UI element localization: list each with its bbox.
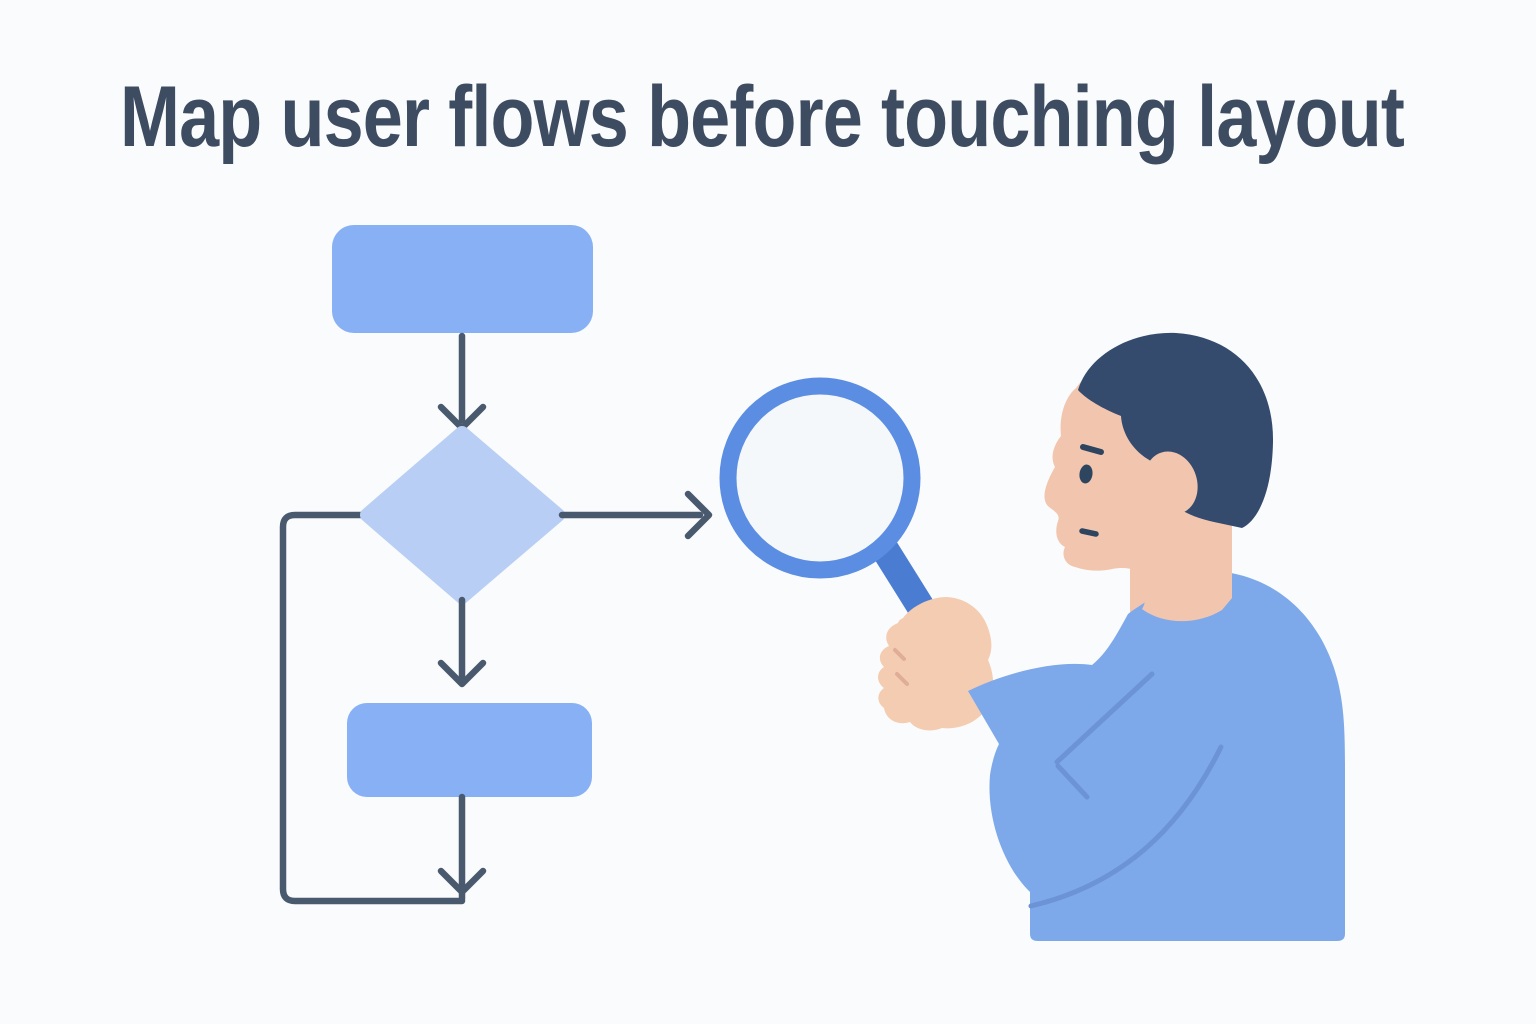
person-mouth — [1079, 528, 1099, 537]
magnifier-ring — [719, 377, 921, 579]
flow-node-start — [332, 225, 593, 333]
person-hand — [878, 597, 994, 731]
person-eye — [1079, 464, 1093, 484]
person-eyebrow — [1080, 444, 1104, 455]
sleeve-seam-lower — [1028, 744, 1224, 909]
flow-arrow-start-to-decision — [437, 332, 487, 432]
flow-node-step — [347, 703, 592, 797]
flowchart — [279, 225, 713, 905]
person-hair — [1078, 332, 1274, 528]
page-title: Map user flows before touching layout — [120, 69, 1404, 165]
sleeve-seam-upper — [1054, 671, 1155, 800]
arrow-head — [437, 659, 487, 688]
hand-crease — [893, 648, 906, 661]
flow-arrow-decision-right — [558, 490, 713, 540]
arrow-head — [684, 490, 713, 540]
person-ear — [1144, 451, 1198, 515]
flow-arrow-step-down — [437, 793, 487, 903]
magnifier-lens — [736, 394, 904, 562]
hand-crease — [895, 672, 909, 686]
arrow-head — [437, 867, 487, 896]
person-sweater — [968, 572, 1345, 941]
person — [878, 332, 1345, 941]
flow-arrow-decision-down — [437, 596, 487, 688]
flow-node-decision — [360, 426, 565, 604]
flow-loop-back-line — [279, 511, 466, 905]
